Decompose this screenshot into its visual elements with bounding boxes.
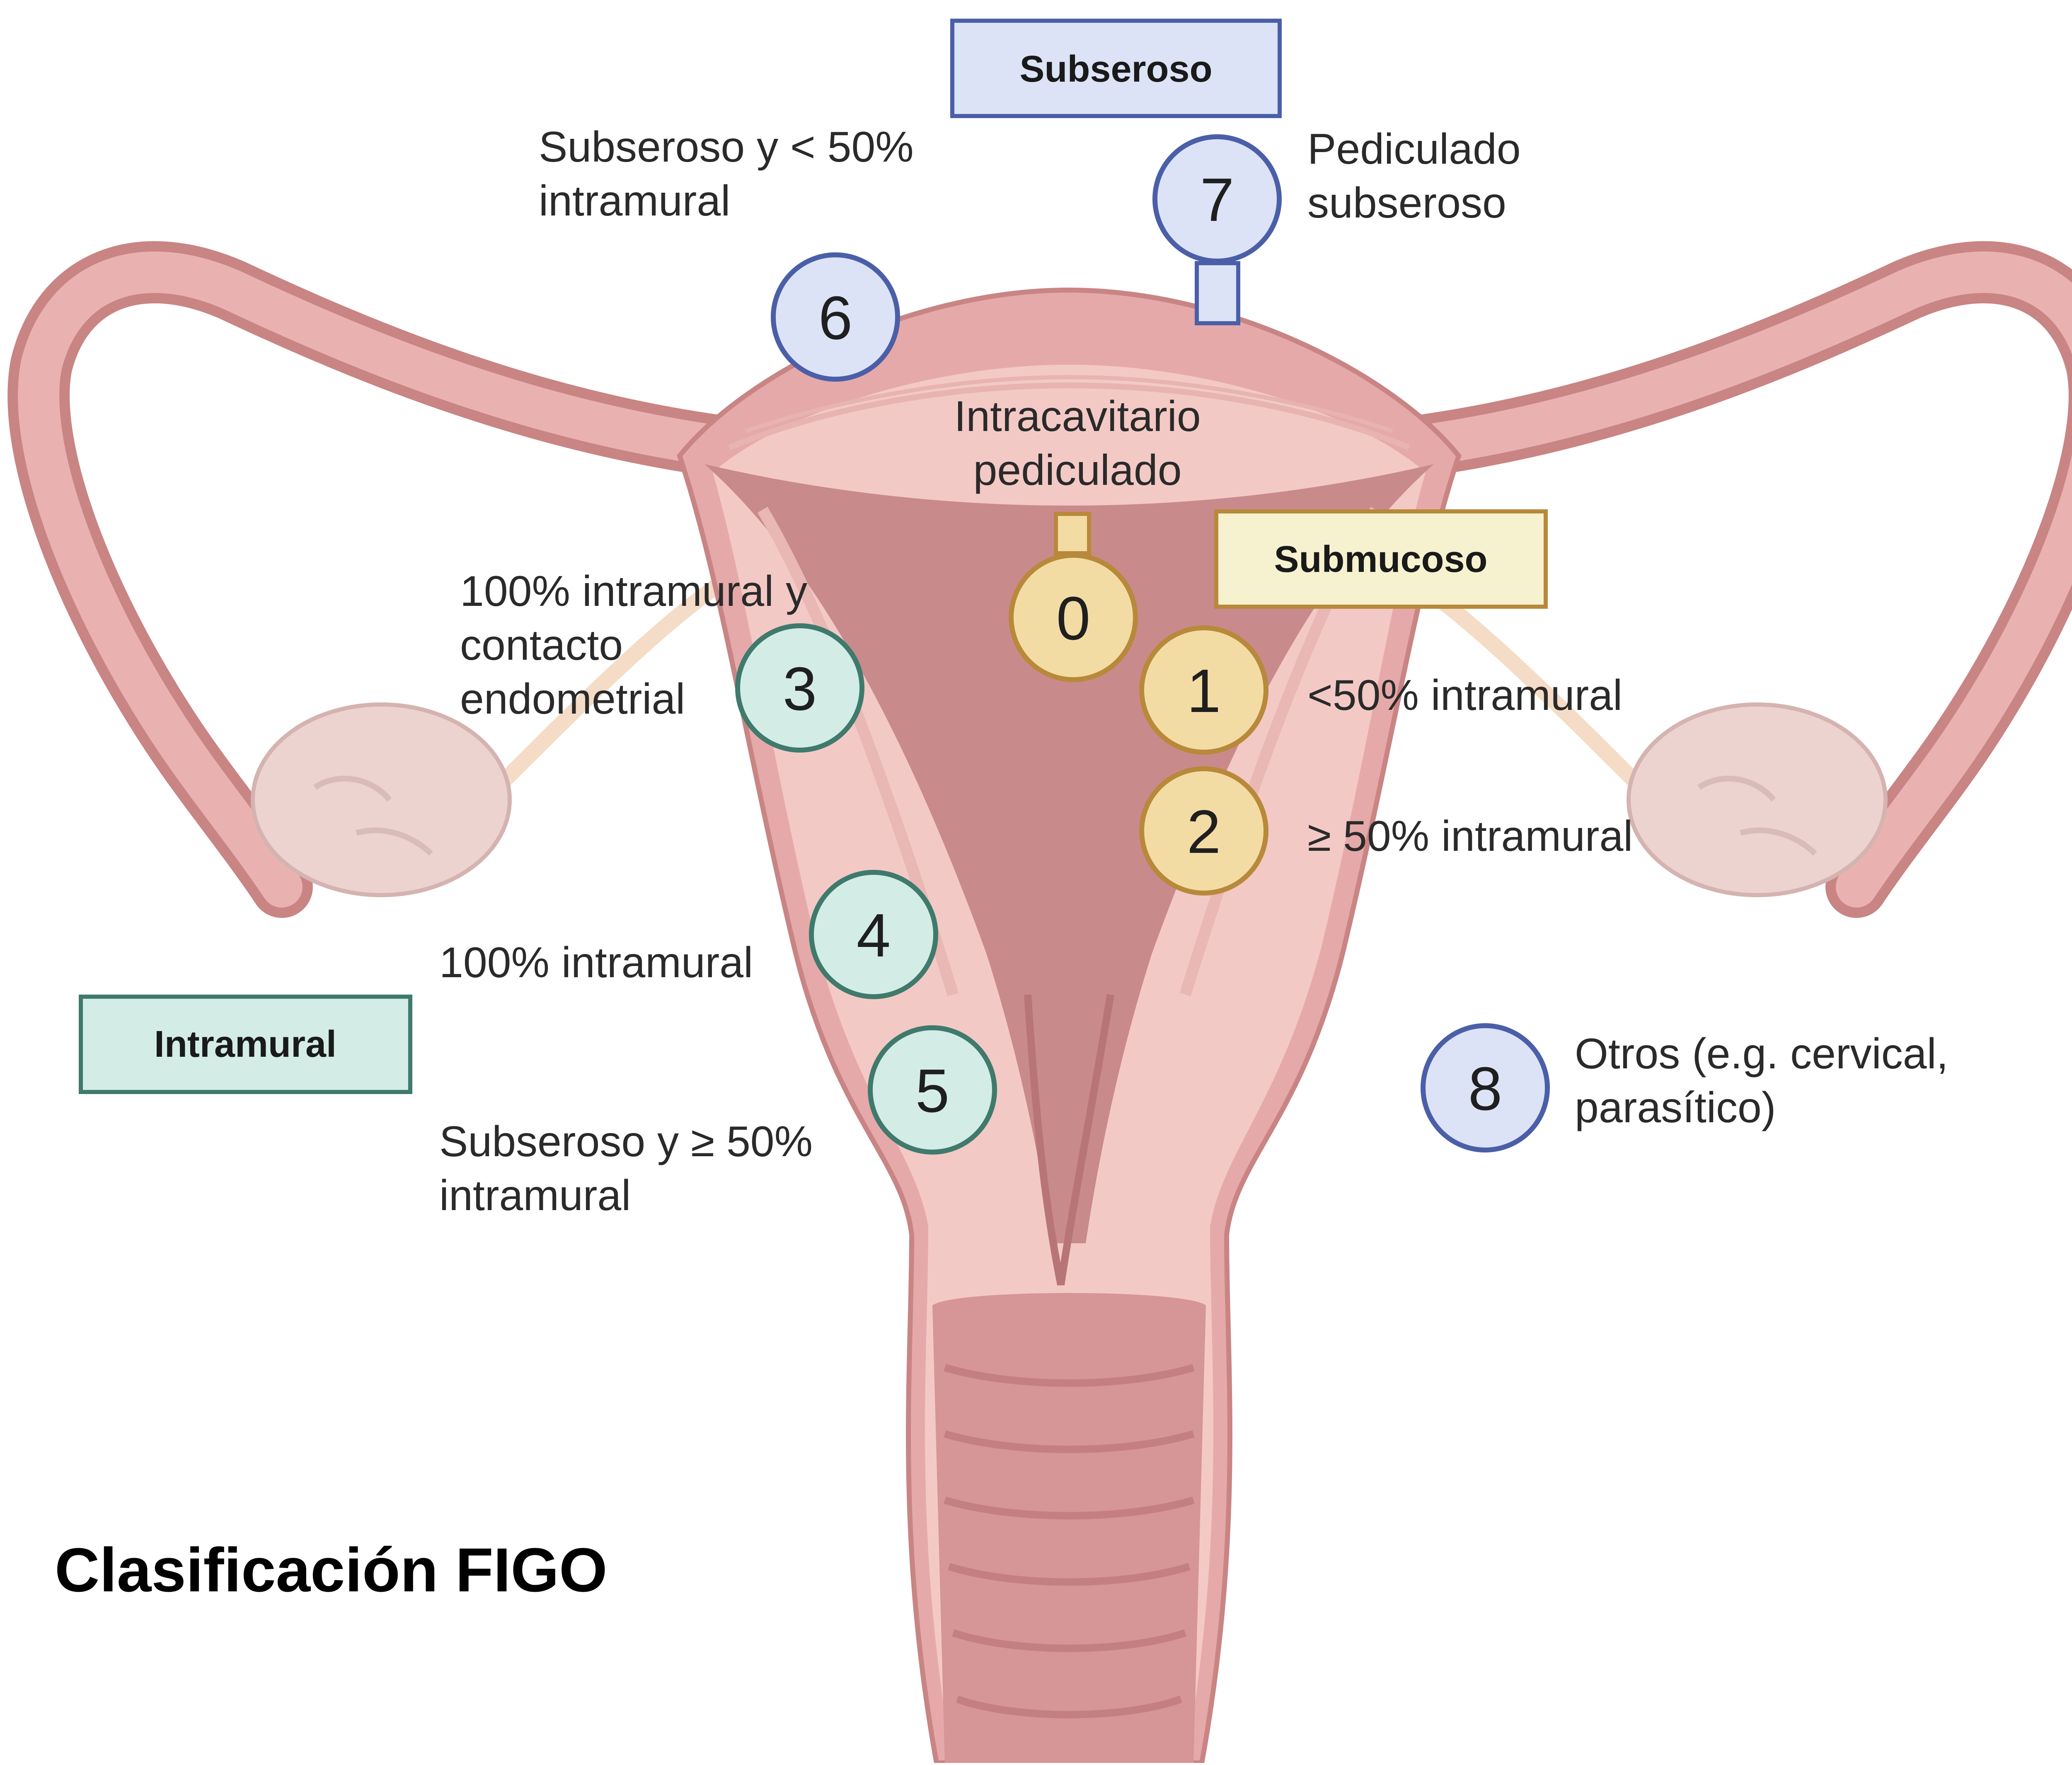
submucoso-category-label: Submucoso [1274, 539, 1487, 580]
type-4-description: 100% intramural [439, 939, 753, 987]
type-2-number: 2 [1187, 798, 1221, 866]
type-5-description-line: intramural [439, 1172, 631, 1220]
type-7-description: Pediculado subseroso [1307, 125, 1521, 227]
type-5-marker: 5 [870, 1028, 995, 1152]
type-7-pedicle [1197, 263, 1238, 323]
type-6-number: 6 [818, 284, 852, 352]
type-8-description: Otros (e.g. cervical, parasítico) [1575, 1030, 1949, 1132]
type-2-description-line: ≥ 50% intramural [1307, 812, 1633, 860]
type-7-number: 7 [1200, 166, 1234, 234]
type-5-description: Subseroso y ≥ 50% intramural [439, 1118, 813, 1220]
type-0-description-line: Intracavitario [954, 392, 1201, 441]
type-4-marker: 4 [811, 872, 936, 997]
type-4-description-line: 100% intramural [439, 939, 753, 987]
type-7-description-line: Pediculado [1307, 125, 1521, 173]
subseroso-category: Subseroso [952, 21, 1280, 116]
type-0-marker: 0 [1011, 555, 1135, 680]
type-6-description-line: intramural [539, 177, 730, 225]
type-5-description-line: Subseroso y ≥ 50% [439, 1118, 813, 1166]
type-7-marker: 7 [1155, 137, 1279, 261]
submucoso-category: Submucoso [1216, 511, 1546, 607]
type-0-number: 0 [1056, 584, 1090, 653]
type-8-description-line: parasítico) [1575, 1084, 1776, 1132]
right-ovary [1629, 705, 1886, 895]
intramural-category-label: Intramural [154, 1024, 336, 1065]
type-6-description-line: Subseroso y < 50% [539, 123, 914, 171]
type-3-description-line: 100% intramural y [460, 567, 807, 615]
type-0-pedicle [1056, 514, 1089, 553]
type-6-description: Subseroso y < 50% intramural [539, 123, 914, 225]
type-1-description: <50% intramural [1307, 671, 1622, 719]
type-8-description-line: Otros (e.g. cervical, [1575, 1030, 1949, 1078]
type-0-description-line: pediculado [973, 446, 1181, 494]
type-1-marker: 1 [1142, 628, 1266, 752]
type-1-number: 1 [1187, 657, 1221, 725]
intramural-category: Intramural [81, 997, 410, 1092]
subseroso-category-label: Subseroso [1019, 48, 1212, 90]
type-6-marker: 6 [773, 255, 898, 379]
type-2-marker: 2 [1142, 769, 1266, 893]
left-ovary [253, 705, 510, 895]
type-8-number: 8 [1468, 1055, 1502, 1123]
vagina [932, 1293, 1206, 1763]
type-3-marker: 3 [738, 626, 862, 750]
type-3-description-line: contacto [460, 621, 623, 669]
type-3-description-line: endometrial [460, 675, 685, 723]
type-3-number: 3 [783, 655, 817, 723]
type-8-marker: 8 [1423, 1026, 1547, 1150]
type-2-description: ≥ 50% intramural [1307, 812, 1633, 860]
type-5-number: 5 [915, 1057, 949, 1125]
type-1-description-line: <50% intramural [1307, 671, 1622, 719]
diagram-title: Clasificación FIGO [55, 1535, 608, 1605]
type-7-description-line: subseroso [1307, 179, 1506, 227]
type-4-number: 4 [857, 901, 891, 970]
